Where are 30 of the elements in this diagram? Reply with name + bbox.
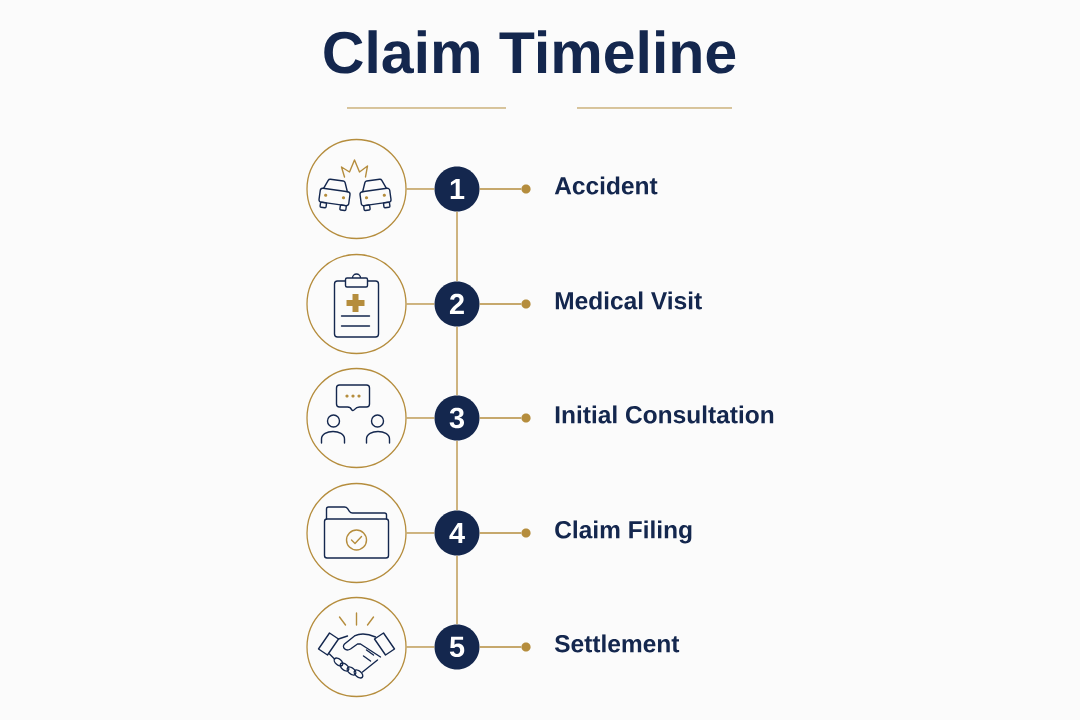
connector-line <box>479 303 522 305</box>
connector-line <box>406 188 435 190</box>
step-label: Settlement <box>554 634 680 653</box>
step-number: 4 <box>434 510 480 556</box>
timeline-line <box>456 211 458 282</box>
title: Claim Timeline <box>324 30 736 74</box>
step-label: Accident <box>554 176 658 195</box>
connector-line <box>479 646 522 648</box>
connector-line <box>479 532 522 534</box>
connector-line <box>406 303 435 305</box>
connector-line <box>406 646 435 648</box>
icon-circle <box>306 367 407 469</box>
step-label: Claim Filing <box>555 520 692 544</box>
step-label: Initial Consultation <box>555 405 774 424</box>
icon-circle <box>306 253 407 355</box>
connector-line <box>406 417 435 419</box>
connector-line <box>479 188 522 190</box>
connector-line <box>479 417 522 419</box>
connector-line <box>406 532 435 534</box>
icon-circle <box>306 596 407 698</box>
step-number: 3 <box>434 395 480 441</box>
step-label: Medical Visit <box>555 291 702 310</box>
timeline-line <box>456 440 458 511</box>
step-number: 5 <box>434 624 480 670</box>
icon-circle <box>306 482 407 584</box>
timeline-line <box>456 555 458 625</box>
step-number: 2 <box>434 281 480 327</box>
timeline-line <box>456 326 458 396</box>
icon-circle <box>306 138 407 240</box>
step-number: 1 <box>434 166 480 212</box>
